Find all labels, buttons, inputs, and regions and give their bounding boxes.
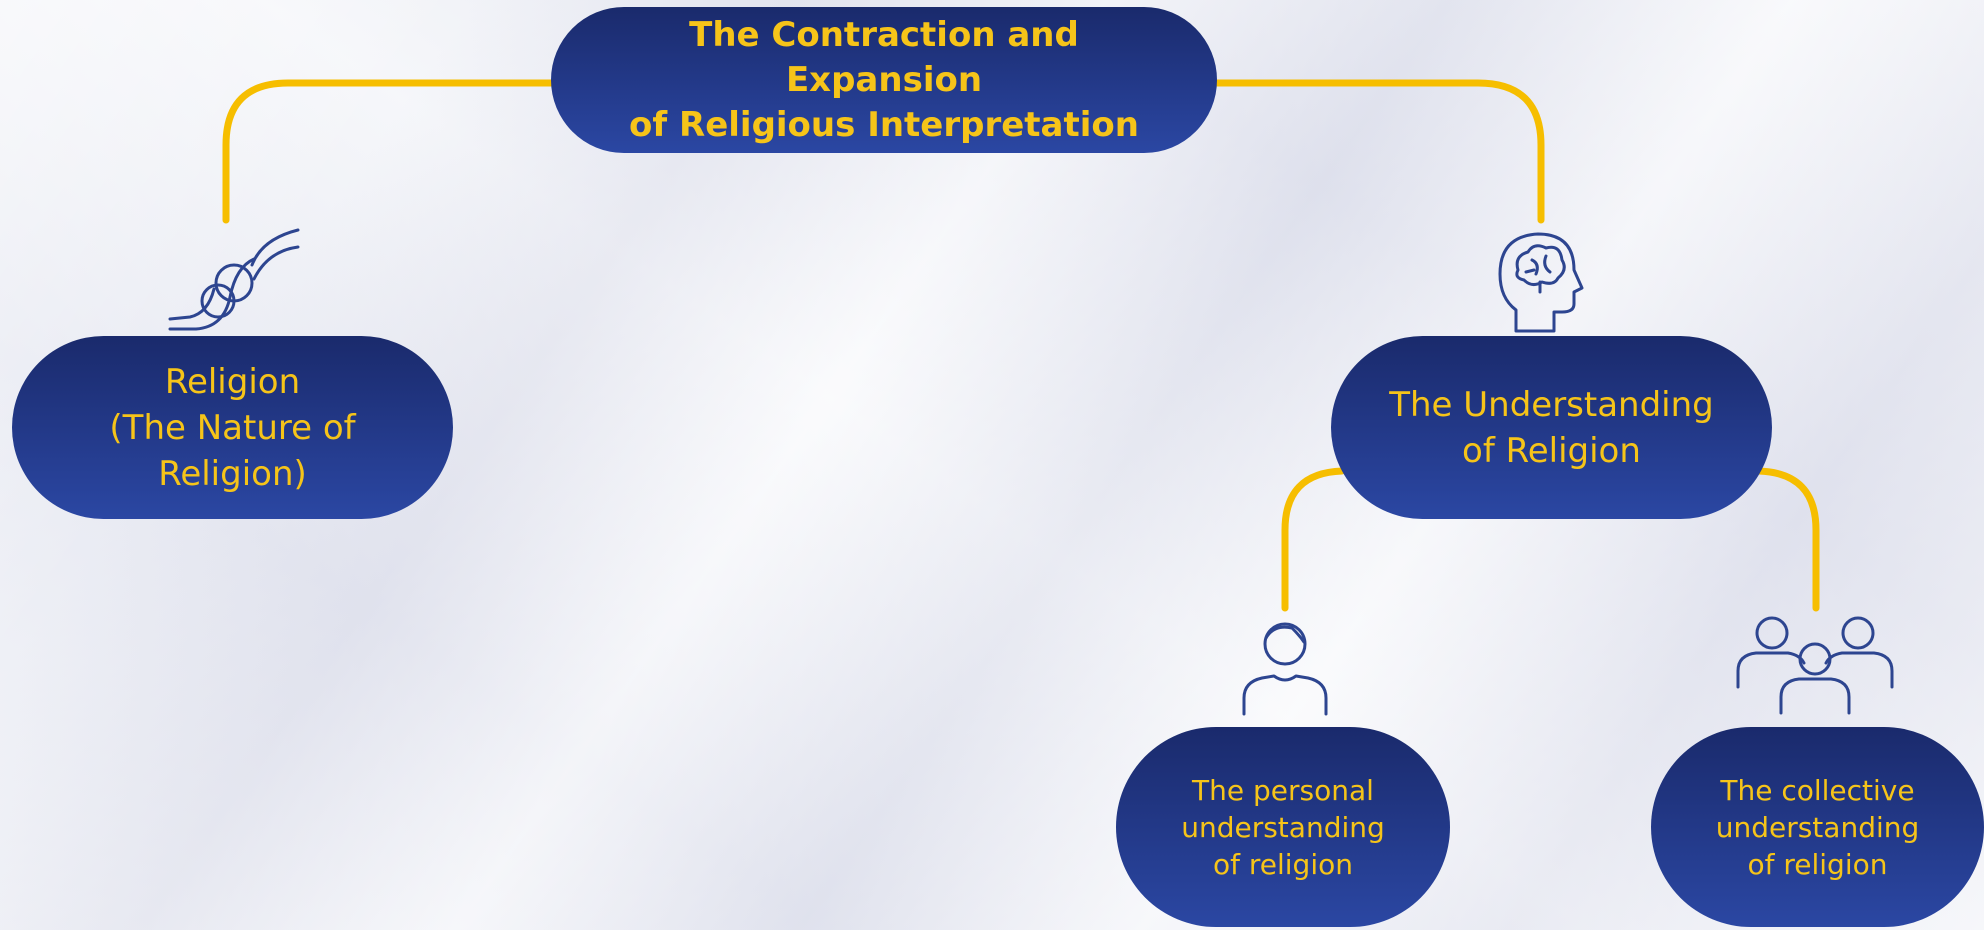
connector-understanding-to-personal [1281, 467, 1346, 612]
personal-understanding-node: The personal understanding of religion [1116, 727, 1450, 927]
connector-title-to-religion [222, 79, 555, 224]
collective-understanding-node: The collective understanding of religion [1651, 727, 1984, 927]
brain-head-icon [1496, 230, 1586, 333]
group-icon [1734, 615, 1896, 715]
religion-node: Religion (The Nature of Religion) [12, 336, 453, 519]
person-icon [1240, 618, 1330, 716]
understanding-of-religion-node: The Understanding of Religion [1331, 336, 1772, 519]
connector-understanding-to-collective [1755, 467, 1820, 612]
knot-icon [168, 227, 300, 331]
connector-title-to-understanding [1213, 79, 1545, 224]
diagram-title-node: The Contraction and Expansion of Religio… [551, 7, 1217, 153]
